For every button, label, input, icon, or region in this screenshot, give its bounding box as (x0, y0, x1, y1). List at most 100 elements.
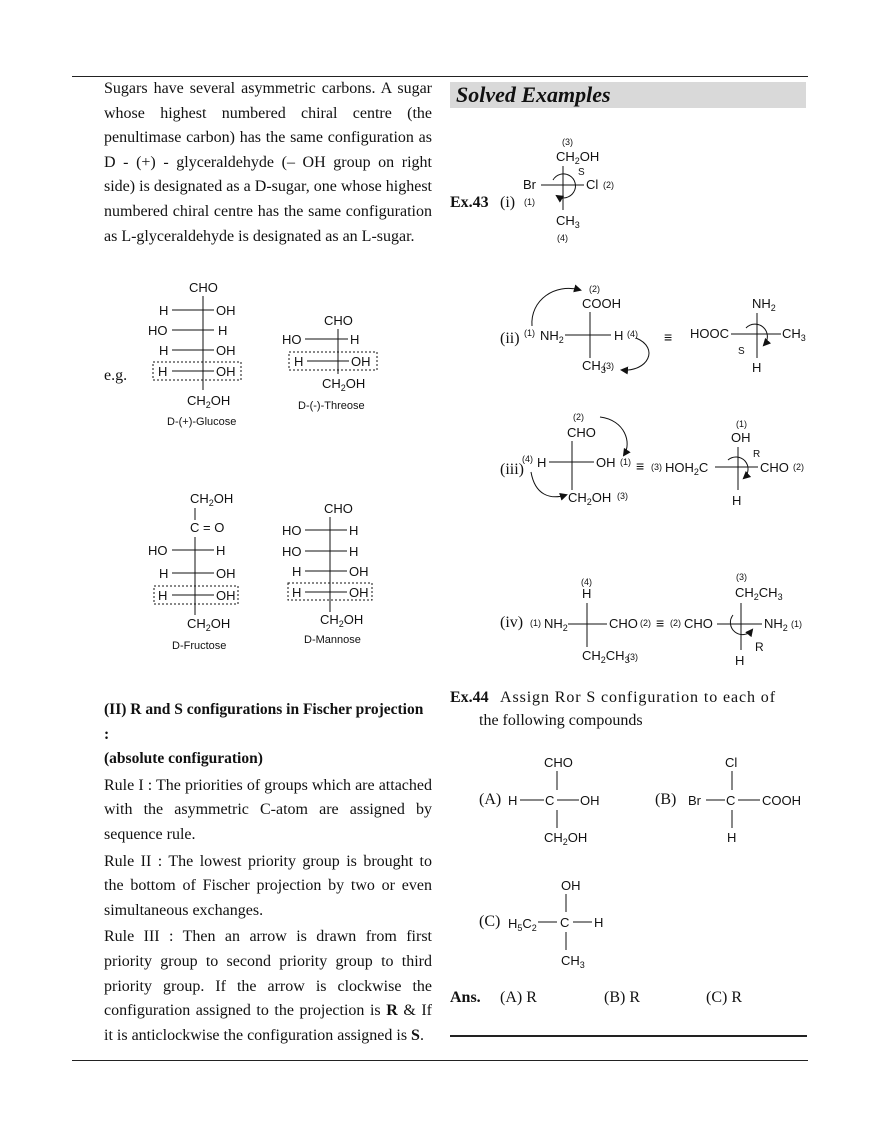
svg-text:H: H (727, 830, 736, 845)
svg-text:C: C (545, 793, 554, 808)
svg-text:H: H (349, 544, 358, 559)
svg-text:OH: OH (216, 566, 236, 581)
svg-text:H: H (294, 354, 303, 369)
svg-text:CHO: CHO (567, 425, 596, 440)
svg-text:H: H (349, 523, 358, 538)
svg-text:(2): (2) (603, 180, 614, 190)
svg-text:(3): (3) (603, 361, 614, 371)
svg-text:(1): (1) (620, 457, 631, 467)
svg-text:OH: OH (349, 564, 369, 579)
fructose-caption: D-Fructose (172, 640, 226, 652)
svg-text:R: R (755, 640, 764, 654)
svg-text:H: H (732, 493, 741, 508)
svg-text:H: H (158, 588, 167, 603)
svg-text:NH2: NH2 (544, 616, 568, 633)
ex44-c-structure: OH H5C2 C H CH3 (508, 878, 603, 970)
bottom-rule (72, 1060, 808, 1061)
svg-text:(3): (3) (736, 572, 747, 582)
svg-text:S: S (738, 346, 745, 357)
svg-text:(1): (1) (524, 328, 535, 338)
rule-2: Rule II : The lowest priority group is b… (104, 852, 432, 919)
top-rule (72, 76, 808, 77)
svg-text:H: H (582, 586, 591, 601)
svg-text:H: H (508, 793, 517, 808)
ex44-part-b: (B) (655, 791, 677, 808)
ex44-question-line1: Assign Ror S configuration to each of (500, 689, 776, 706)
solved-examples-heading: Solved Examples (450, 82, 806, 108)
svg-text:H: H (350, 332, 359, 347)
svg-text:H: H (292, 564, 301, 579)
svg-text:CH2OH: CH2OH (190, 491, 233, 508)
svg-text:H: H (159, 303, 168, 318)
svg-text:(1): (1) (791, 619, 802, 629)
svg-text:H: H (218, 323, 227, 338)
svg-text:Cl: Cl (725, 755, 737, 770)
svg-text:CH2OH: CH2OH (556, 149, 599, 166)
ex44-label: Ex.44 (450, 689, 489, 706)
svg-text:CHO: CHO (324, 501, 353, 516)
ex44-part-c: (C) (479, 913, 501, 930)
svg-text:OH: OH (216, 588, 236, 603)
eg-label: e.g. (104, 367, 128, 384)
svg-text:(2): (2) (670, 618, 681, 628)
svg-text:HO: HO (282, 332, 302, 347)
svg-text:HO: HO (282, 544, 302, 559)
svg-text:CH2CH3: CH2CH3 (582, 648, 630, 665)
svg-text:NH2: NH2 (752, 296, 776, 313)
svg-text:(1): (1) (530, 618, 541, 628)
ex43-part-iv: (iv) (500, 614, 524, 631)
svg-text:OH: OH (351, 354, 371, 369)
svg-text:CHO: CHO (189, 280, 218, 295)
svg-text:HO: HO (282, 523, 302, 538)
intro-text: Sugars have several asymmetric carbons. … (104, 80, 432, 245)
ex43-part-ii: (ii) (500, 330, 520, 347)
svg-text:OH: OH (596, 455, 616, 470)
svg-text:(4): (4) (627, 329, 638, 339)
svg-text:(3): (3) (617, 491, 628, 501)
svg-text:NH2: NH2 (540, 328, 564, 345)
section-2-heading-line1: (II) R and S configurations in Fischer p… (104, 701, 424, 743)
svg-text:(1): (1) (736, 419, 747, 429)
svg-text:(2): (2) (589, 284, 600, 294)
svg-text:C = O: C = O (190, 520, 224, 535)
svg-text:C: C (560, 915, 569, 930)
svg-text:CHO: CHO (760, 460, 789, 475)
ex43-iii-structure: (2) CHO (4) H OH (1) CH2OH (3) ≡ (1) OH … (522, 412, 804, 508)
ex43-label: Ex.43 (450, 194, 489, 211)
svg-text:CH2CH3: CH2CH3 (735, 585, 783, 602)
intro-paragraph: Sugars have several asymmetric carbons. … (104, 77, 432, 249)
svg-text:CH2OH: CH2OH (322, 376, 365, 393)
svg-text:H: H (216, 543, 225, 558)
svg-text:(1): (1) (524, 197, 535, 207)
svg-text:OH: OH (216, 364, 236, 379)
svg-text:(3): (3) (651, 462, 662, 472)
right-column-bottom-rule (450, 1035, 807, 1037)
svg-text:H: H (735, 653, 744, 668)
svg-text:R: R (753, 449, 760, 460)
svg-text:OH: OH (216, 343, 236, 358)
svg-text:CH3: CH3 (582, 358, 606, 375)
svg-text:HOOC: HOOC (690, 326, 729, 341)
svg-text:CH2OH: CH2OH (320, 612, 363, 629)
svg-text:H: H (537, 455, 546, 470)
svg-text:OH: OH (216, 303, 236, 318)
svg-text:H: H (159, 566, 168, 581)
svg-text:OH: OH (349, 585, 369, 600)
ex43-i-structure: (3) CH2OH S Br Cl (2) (1) CH3 (4) (523, 137, 614, 243)
svg-text:CH2OH: CH2OH (544, 830, 587, 847)
svg-text:CH2OH: CH2OH (187, 616, 230, 633)
ex43-iv-structure: (4) H (1) NH2 CHO (2) CH2CH3 (3) ≡ (2) C… (530, 572, 802, 668)
answer-a: (A) R (500, 989, 537, 1006)
svg-text:NH2: NH2 (764, 616, 788, 633)
ex44-part-a: (A) (479, 791, 502, 808)
section-2: (II) R and S configurations in Fischer p… (104, 698, 432, 1048)
svg-text:COOH: COOH (582, 296, 621, 311)
svg-text:CH2OH: CH2OH (187, 393, 230, 410)
svg-text:CHO: CHO (684, 616, 713, 631)
svg-text:Br: Br (688, 793, 702, 808)
svg-text:(2): (2) (640, 618, 651, 628)
